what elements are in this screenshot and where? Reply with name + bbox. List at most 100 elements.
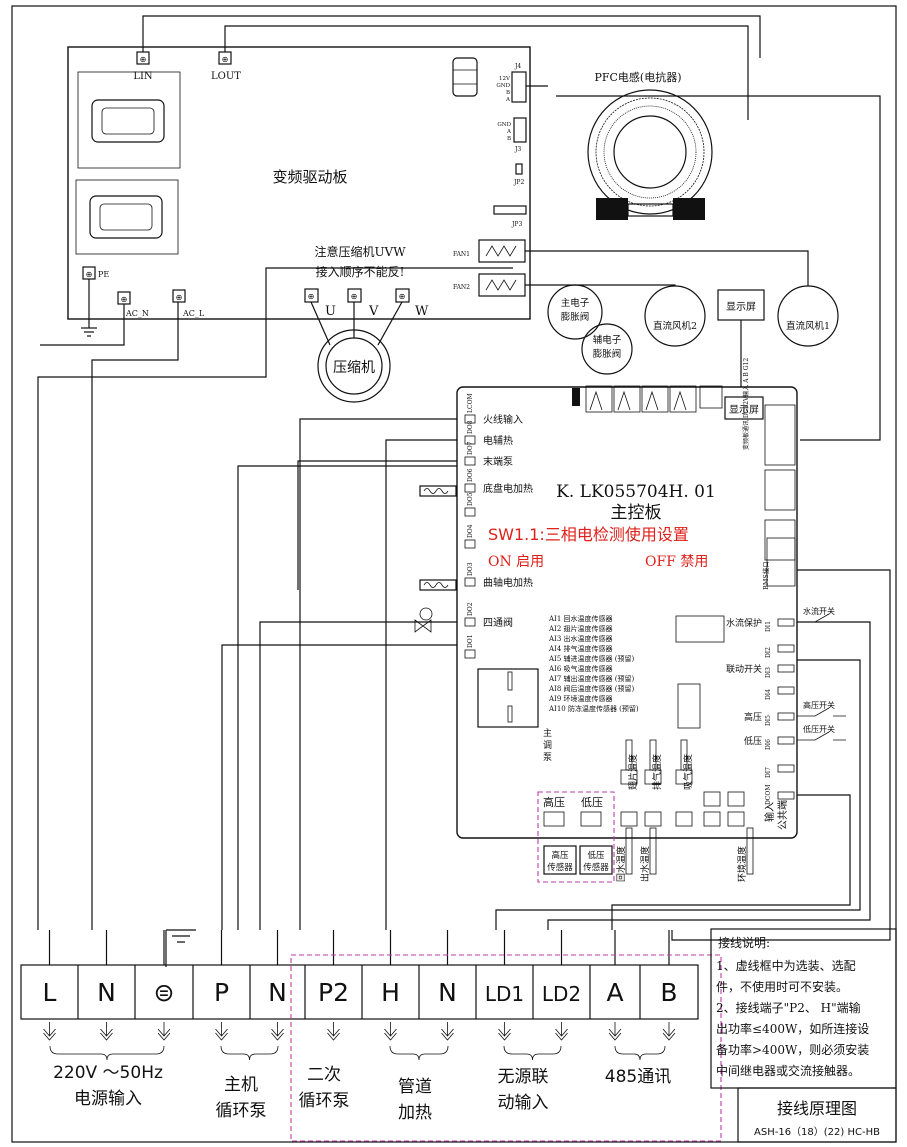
svg-text:⊕: ⊕ [140, 55, 147, 64]
arrow-icon [215, 1022, 228, 1041]
transformer-block-1 [77, 71, 181, 169]
left-outputs: LCOM火线输入DO8电辅热DO7末端泵DO6底盘电加热DO5DO4DO3曲轴电… [414, 393, 533, 659]
input-switch: 水流开关 [803, 606, 835, 616]
switch-icon [797, 707, 846, 717]
svg-text:⊕: ⊕ [176, 293, 183, 302]
terminal-label: ⊜ [154, 978, 175, 1007]
transformer-block-2 [75, 179, 179, 255]
output-pin-box [464, 577, 476, 587]
compressor-note-2: 接入顺序不能反! [316, 264, 405, 279]
svg-text:⊕: ⊕ [399, 292, 406, 301]
display-screen: 显示屏 [717, 289, 765, 321]
output-label: 四通阀 [483, 616, 513, 629]
input-pin: DI4 [765, 689, 772, 700]
group-label: 二次 [307, 1065, 341, 1085]
input-pin: DI5 [765, 715, 772, 726]
input-pin: DI3 [765, 667, 772, 678]
output-pin-box [464, 483, 476, 493]
input-pin: DI1 [765, 621, 772, 632]
group-label: 循环泵 [216, 1101, 267, 1121]
terminal-label: H [381, 978, 400, 1007]
input-pin: DI7 [765, 767, 772, 778]
arrow-icon [441, 1022, 454, 1041]
output-pin-box [464, 649, 476, 659]
arrow-icon [43, 1022, 56, 1041]
svg-text:⊕: ⊕ [121, 295, 128, 304]
note-line: 中间继电器或交流接触器。 [716, 1063, 860, 1078]
sensor-item: AI5 辅进温度传感器 (预留) [548, 654, 634, 663]
output-pin: DO5 [467, 492, 474, 506]
input-pin-box [777, 736, 795, 745]
svg-text:翅片温度: 翅片温度 [627, 754, 639, 790]
aux-eev: 辅电子 膨胀阀 [581, 323, 633, 375]
group-label: 无源联 [498, 1067, 549, 1087]
svg-text:B: B [506, 90, 510, 96]
input-pin-box [777, 644, 795, 653]
input-label: 联动开关 [726, 663, 762, 675]
output-pin-box [464, 507, 476, 517]
fan-motor-2: 直流风机2 [644, 285, 706, 347]
input-switch: 低压开关 [803, 724, 835, 734]
svg-text:排气温度: 排气温度 [651, 754, 663, 790]
main-board: K. LK055704H. 01 主控板 SW1.1:三相电检测使用设置 ON … [414, 358, 846, 839]
output-pin-box [464, 435, 476, 445]
svg-text:⊕: ⊕ [222, 55, 229, 64]
terminal-label: N [97, 978, 116, 1007]
output-label: 火线输入 [483, 413, 523, 426]
svg-text:FAN2: FAN2 [453, 284, 470, 291]
main-pump-relay [477, 668, 539, 728]
temperature-sensors: 回水温度 出水温度 环境温度 [615, 827, 754, 882]
terminal-label: P2 [318, 978, 349, 1007]
optional-region [290, 954, 722, 1142]
small-inductor-icon [452, 57, 478, 97]
output-pin: LCOM [467, 393, 474, 413]
svg-text:主电子: 主电子 [561, 297, 590, 309]
sw-on: ON 启用 [488, 554, 544, 570]
svg-text:A: A [506, 129, 512, 135]
output-label: 电辅热 [483, 434, 513, 447]
four-way-valve-icon [419, 607, 433, 621]
svg-text:出水温度: 出水温度 [639, 846, 651, 882]
svg-text:变频板通讯 DC12V输入 A B G12: 变频板通讯 DC12V输入 A B G12 [742, 358, 750, 450]
group-label: 主机 [224, 1075, 258, 1095]
svg-text:⊕: ⊕ [351, 292, 358, 301]
note-line: 1、虚线框中为选装、选配 [716, 958, 856, 973]
input-pin-box [777, 664, 795, 673]
svg-text:泵: 泵 [543, 752, 552, 763]
svg-text:辅电子: 辅电子 [593, 334, 622, 346]
svg-text:输入: 输入 [763, 802, 776, 822]
svg-text:调: 调 [543, 740, 552, 751]
pressure-sensors: 高压 低压 高压 传感器 低压 传感器 [537, 791, 615, 883]
arrow-icon [384, 1022, 397, 1041]
svg-text:U: U [325, 304, 336, 319]
note-line: 备功率>400W，则必须安装 [716, 1042, 869, 1057]
svg-text:吸气温度: 吸气温度 [682, 754, 694, 790]
svg-text:直流风机2: 直流风机2 [653, 320, 697, 332]
input-pin-box [777, 618, 795, 627]
output-label: 底盘电加热 [483, 482, 533, 495]
right-inputs: DI1水流保护水流开关DI2DI3联动开关DI4DI5高压高压开关DI6低压低压… [726, 606, 846, 805]
w-terminal-icon [395, 288, 410, 303]
lin-label: LIN [133, 71, 153, 82]
output-pin-box [464, 414, 476, 424]
terminal-label: B [660, 978, 677, 1007]
sensor-item: AI4 排气温度传感器 [548, 644, 613, 653]
output-pin: DO7 [467, 441, 474, 455]
svg-text:膨胀阀: 膨胀阀 [593, 348, 622, 360]
main-board-title: 主控板 [611, 503, 662, 523]
switch-icon [797, 731, 846, 741]
output-pin: DO8 [467, 420, 474, 434]
fan-motor-1: 直流风机1 [777, 285, 839, 347]
footer-model: ASH-16（18）(22) HC-HB [754, 1126, 880, 1138]
svg-text:AC_N: AC_N [125, 309, 149, 318]
lout-label: LOUT [211, 71, 241, 82]
terminal-label: A [606, 978, 623, 1007]
svg-text:膨胀阀: 膨胀阀 [561, 311, 590, 323]
pfc-inductor: PFC电感(电抗器) [587, 70, 713, 220]
svg-text:⊕: ⊕ [86, 270, 93, 279]
svg-text:显示屏: 显示屏 [729, 404, 759, 416]
svg-text:高压: 高压 [543, 795, 565, 809]
input-pin-box [777, 712, 795, 721]
